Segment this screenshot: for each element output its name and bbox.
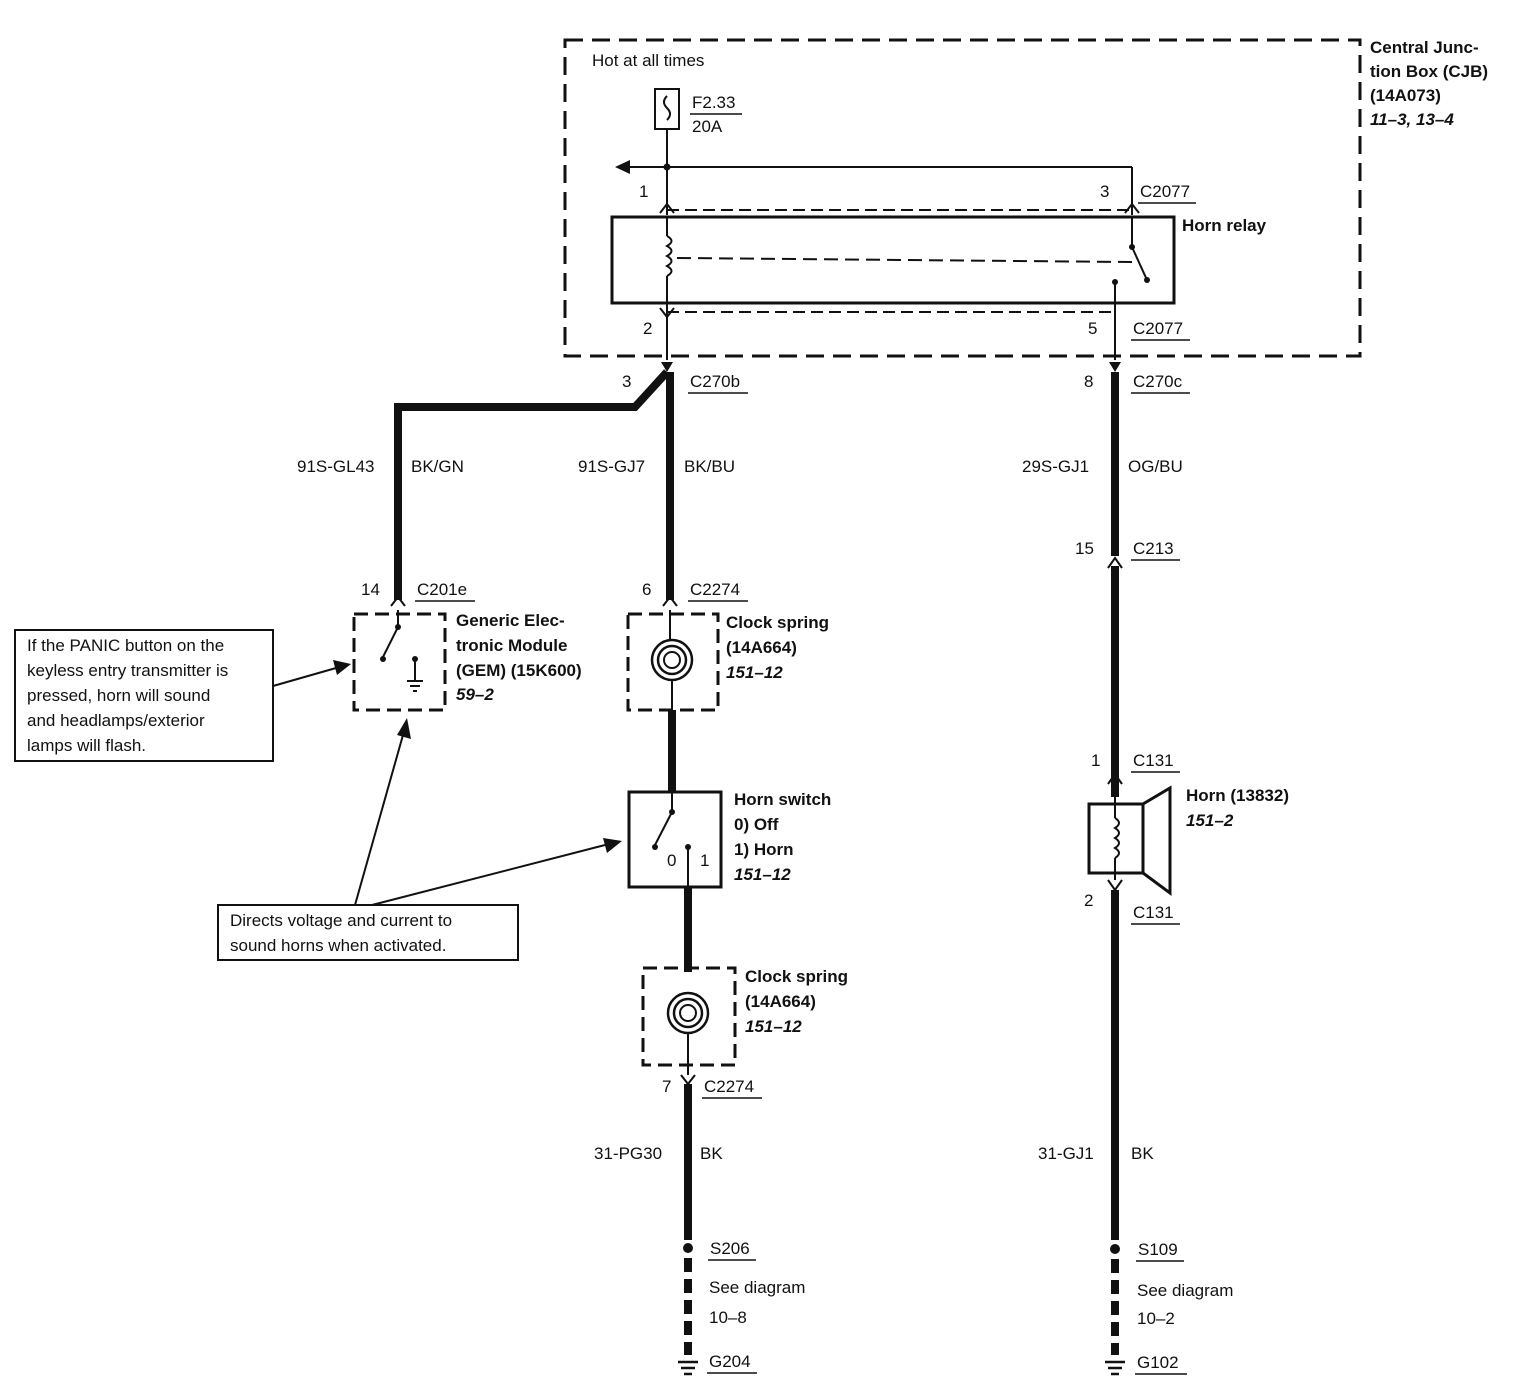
fuse-rating: 20A — [692, 117, 723, 136]
relay-label: Horn relay — [1182, 216, 1267, 235]
clockspring-top-part: (14A664) — [726, 638, 797, 657]
c270b-pin: 3 — [622, 372, 631, 391]
wire-ground-left-color: BK — [700, 1144, 723, 1163]
splice-right-id: S109 — [1138, 1240, 1178, 1259]
c213-pin: 15 — [1075, 539, 1094, 558]
arrow-right-icon — [333, 660, 351, 675]
cjb-title-2: tion Box (CJB) — [1370, 62, 1488, 81]
gem-line-1: Generic Elec- — [456, 611, 565, 630]
wire-switch-circuit: 91S-GJ7 — [578, 457, 645, 476]
wire-ground-right-color: BK — [1131, 1144, 1154, 1163]
relay-pin-5: 5 — [1088, 319, 1097, 338]
clockspring-coil-icon — [650, 638, 694, 682]
note-panic-line-4: and headlamps/exterior — [27, 711, 205, 730]
wire-switch-color: BK/BU — [684, 457, 735, 476]
horn-conn-1: C131 — [1133, 751, 1174, 770]
arrow-left-icon — [615, 160, 630, 174]
hot-label: Hot at all times — [592, 51, 704, 70]
clockspring-bottom-ref: 151–12 — [745, 1017, 802, 1036]
gem-conn: C201e — [417, 580, 467, 599]
c270c-label: C270c — [1133, 372, 1183, 391]
note-panic-line-5: lamps will flash. — [27, 736, 146, 755]
splice-right-ref: 10–2 — [1137, 1309, 1175, 1328]
relay-conn-bottom: C2077 — [1133, 319, 1183, 338]
horn-pin-2: 2 — [1084, 891, 1093, 910]
clockspring-top-pin: 6 — [642, 580, 651, 599]
c213-label: C213 — [1133, 539, 1174, 558]
gem-ref: 59–2 — [456, 685, 494, 704]
clockspring-bottom-name: Clock spring — [745, 967, 848, 986]
horn-conn-2: C131 — [1133, 903, 1174, 922]
splice-right-see: See diagram — [1137, 1281, 1233, 1300]
clockspring-bottom-conn: C2274 — [704, 1077, 754, 1096]
wire-ground-left-circuit: 31-PG30 — [594, 1144, 662, 1163]
horn-switch-contact-1: 1 — [700, 851, 709, 870]
gem-module — [352, 612, 447, 712]
splice-left-dot — [683, 1243, 693, 1253]
cjb-ref: 11–3, 13–4 — [1370, 110, 1454, 129]
note-panic-box — [14, 629, 274, 762]
ground-icon — [678, 1360, 698, 1376]
note-panic-line-3: pressed, horn will sound — [27, 686, 210, 705]
fuse-id: F2.33 — [692, 93, 735, 112]
wire-gem-circuit: 91S-GL43 — [297, 457, 375, 476]
gem-switch-icon — [380, 610, 418, 680]
c270c-pin: 8 — [1084, 372, 1093, 391]
cjb-outline — [563, 38, 1362, 358]
arrow-right-icon — [603, 838, 622, 853]
clockspring-bottom-part: (14A664) — [745, 992, 816, 1011]
note-directs-line-1: Directs voltage and current to — [230, 911, 452, 930]
horn-ref: 151–2 — [1186, 811, 1234, 830]
clockspring-top-ref: 151–12 — [726, 663, 783, 682]
clockspring-bottom-pin: 7 — [662, 1077, 671, 1096]
clockspring-top-name: Clock spring — [726, 613, 829, 632]
cjb-part: (14A073) — [1370, 86, 1441, 105]
fuse-icon — [654, 88, 680, 130]
relay-conn-top: C2077 — [1140, 182, 1190, 201]
wire-horn-color: OG/BU — [1128, 457, 1183, 476]
ground-left-id: G204 — [709, 1352, 751, 1371]
horn-switch-contact-0: 0 — [667, 851, 676, 870]
gem-pin: 14 — [361, 580, 380, 599]
ground-icon — [407, 680, 423, 692]
wire-horn-circuit: 29S-GJ1 — [1022, 457, 1089, 476]
relay-coil-icon — [664, 217, 673, 303]
note-panic-line-1: If the PANIC button on the — [27, 636, 224, 655]
horn-switch-contact-icon — [652, 792, 691, 887]
splice-left-ref: 10–8 — [709, 1308, 747, 1327]
note-directs-line-2: sound horns when activated. — [230, 936, 446, 955]
horn-switch-pos0: 0) Off — [734, 815, 779, 834]
gem-line-3: (GEM) (15K600) — [456, 661, 582, 680]
wire-ground-right-circuit: 31-GJ1 — [1038, 1144, 1094, 1163]
clockspring-coil-icon — [666, 991, 710, 1035]
clockspring-top-conn: C2274 — [690, 580, 740, 599]
note-directs-box — [217, 904, 519, 961]
horn-icon — [1087, 785, 1172, 896]
horn-relay — [610, 215, 1176, 305]
splice-left-id: S206 — [710, 1239, 750, 1258]
relay-pin-1: 1 — [639, 182, 648, 201]
ground-icon — [1105, 1360, 1125, 1376]
horn-switch-name: Horn switch — [734, 790, 831, 809]
gem-line-2: tronic Module — [456, 636, 567, 655]
wire-91s-gl43 — [394, 369, 670, 600]
horn-switch-ref: 151–12 — [734, 865, 791, 884]
wire-gem-color: BK/GN — [411, 457, 464, 476]
c270b-label: C270b — [690, 372, 740, 391]
relay-pin-3: 3 — [1100, 182, 1109, 201]
arrow-up-icon — [397, 718, 411, 739]
horn-switch — [627, 790, 723, 889]
horn-switch-pos1: 1) Horn — [734, 840, 794, 859]
splice-left-see: See diagram — [709, 1278, 805, 1297]
relay-switch-icon — [1112, 217, 1150, 303]
cjb-title-1: Central Junc- — [1370, 38, 1479, 57]
note-panic-line-2: keyless entry transmitter is — [27, 661, 228, 680]
relay-pin-2: 2 — [643, 319, 652, 338]
splice-right-dot — [1110, 1244, 1120, 1254]
horn-pin-1: 1 — [1091, 751, 1100, 770]
horn-name: Horn (13832) — [1186, 786, 1289, 805]
ground-right-id: G102 — [1137, 1353, 1179, 1372]
